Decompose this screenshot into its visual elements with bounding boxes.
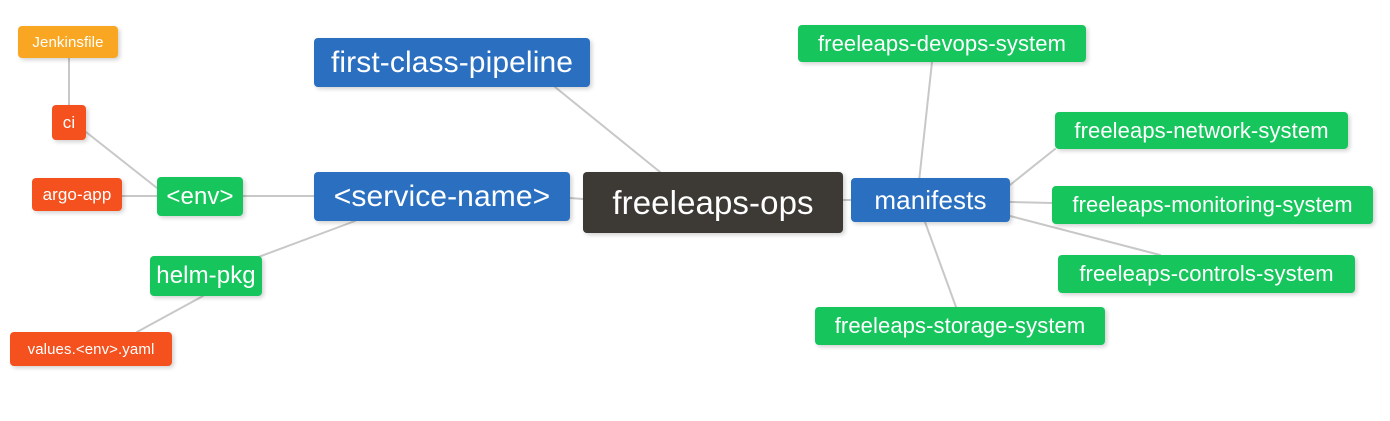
node-env[interactable]: <env> (157, 177, 243, 216)
node-freeleaps-ops[interactable]: freeleaps-ops (583, 172, 843, 233)
node-values-yaml[interactable]: values.<env>.yaml (10, 332, 172, 366)
node-first-class-pipeline[interactable]: first-class-pipeline (314, 38, 590, 87)
node-argo-app[interactable]: argo-app (32, 178, 122, 211)
node-controls-system[interactable]: freeleaps-controls-system (1058, 255, 1355, 293)
edge-firstclasspipeline-freeleapsops (554, 86, 661, 173)
edge-valuesyaml-helmpkg (136, 295, 204, 333)
edge-helmpkg-servicename (244, 220, 356, 263)
node-network-system[interactable]: freeleaps-network-system (1055, 112, 1348, 149)
node-service-name[interactable]: <service-name> (314, 172, 570, 221)
node-jenkinsfile[interactable]: Jenkinsfile (18, 26, 118, 58)
edge-manifests-monitoringsystem (1009, 201, 1053, 204)
node-manifests[interactable]: manifests (851, 178, 1010, 222)
node-storage-system[interactable]: freeleaps-storage-system (815, 307, 1105, 345)
edge-manifests-networksystem (1009, 148, 1056, 186)
node-ci[interactable]: ci (52, 105, 86, 140)
node-helm-pkg[interactable]: helm-pkg (150, 256, 262, 296)
edge-servicename-freeleapsops (569, 197, 584, 200)
node-devops-system[interactable]: freeleaps-devops-system (798, 25, 1086, 62)
node-monitoring-system[interactable]: freeleaps-monitoring-system (1052, 186, 1373, 224)
